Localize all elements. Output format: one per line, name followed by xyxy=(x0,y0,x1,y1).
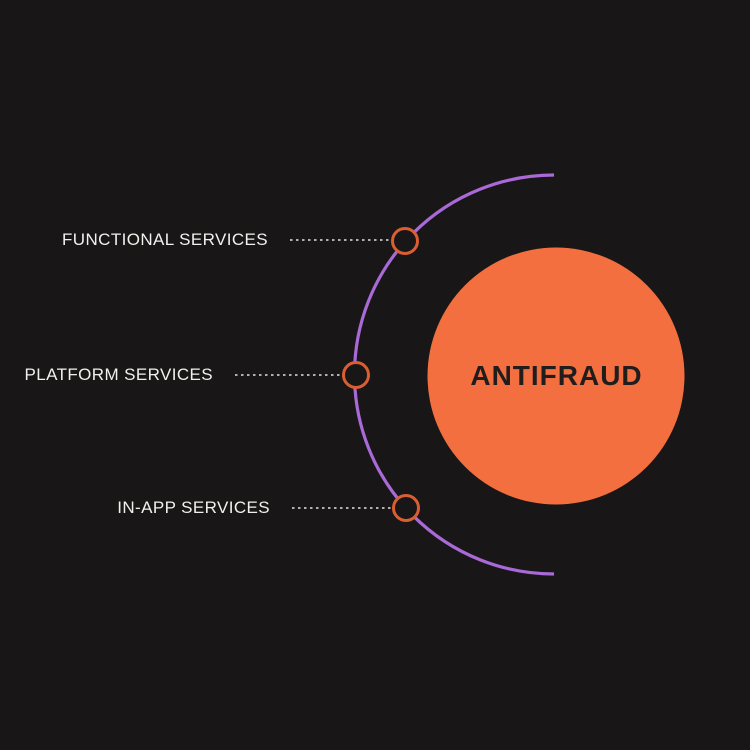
callout-functional-services: FUNCTIONAL SERVICES xyxy=(62,230,390,250)
callout-in-app-services: IN-APP SERVICES xyxy=(117,498,392,518)
callout-label-functional-services: FUNCTIONAL SERVICES xyxy=(62,230,268,249)
dotted-connector xyxy=(235,374,341,376)
center-title: ANTIFRAUD xyxy=(470,360,643,391)
antifraud-circle xyxy=(427,247,685,505)
node-marker-functional-services xyxy=(391,227,419,255)
callout-platform-services: PLATFORM SERVICES xyxy=(24,365,341,385)
node-marker-platform-services xyxy=(342,361,370,389)
node-marker-in-app-services xyxy=(392,494,420,522)
callout-label-in-app-services: IN-APP SERVICES xyxy=(117,498,270,517)
dotted-connector xyxy=(292,507,392,509)
callout-label-platform-services: PLATFORM SERVICES xyxy=(24,365,213,384)
dotted-connector xyxy=(290,239,390,241)
